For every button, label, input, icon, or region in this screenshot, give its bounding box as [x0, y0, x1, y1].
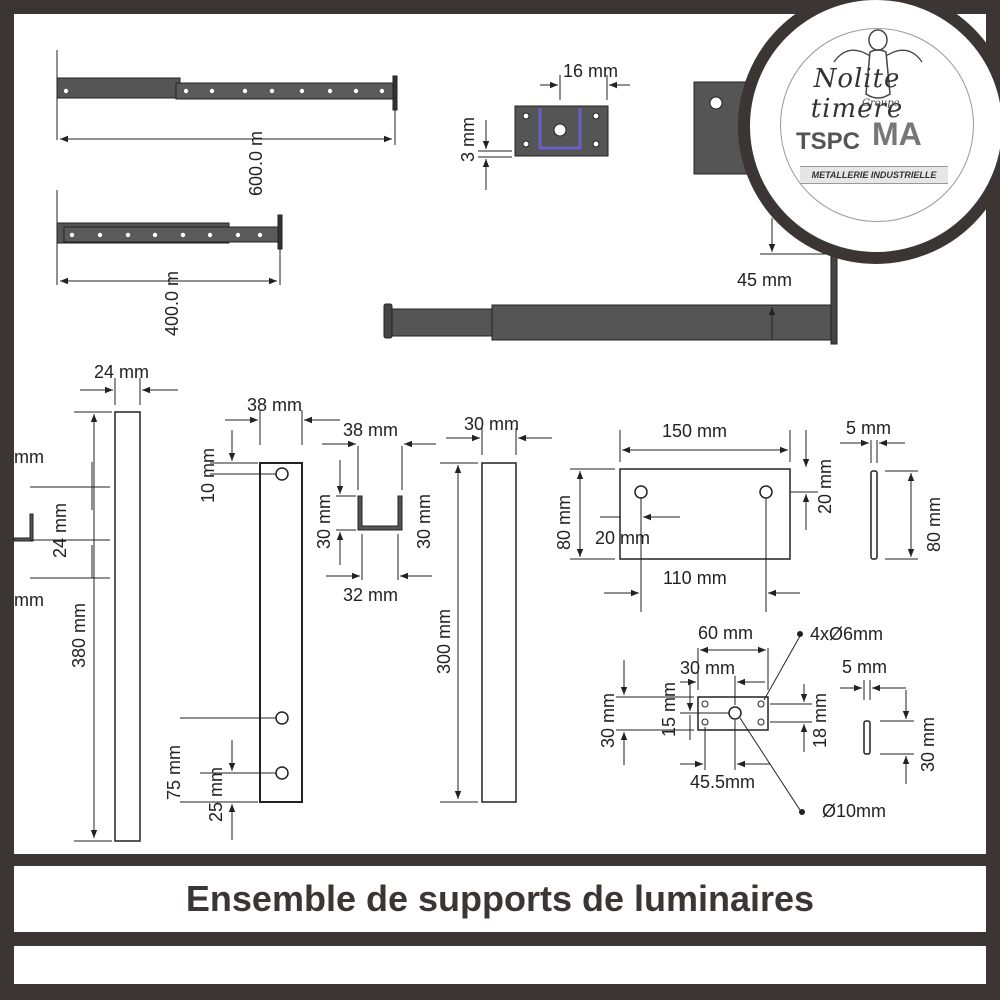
dim-height-380: 380 mm — [69, 603, 89, 668]
dim-length-600: 600.0 m — [246, 131, 266, 196]
logo-tagline: METALLERIE INDUSTRIELLE — [800, 166, 948, 184]
logo-ring — [780, 28, 974, 222]
dim-left-mm-a: mm — [14, 447, 44, 467]
dim-thickness-5b: 5 mm — [842, 657, 887, 677]
angel-icon — [833, 29, 923, 99]
dim-thickness-5a: 5 mm — [846, 418, 891, 438]
dim-hole-75: 75 mm — [164, 745, 184, 800]
dim-height-30c: 30 mm — [598, 693, 618, 748]
footer-bar — [14, 946, 986, 984]
dim-hole-15: 15 mm — [659, 682, 679, 737]
dim-holes-4x6: 4xØ6mm — [810, 624, 883, 644]
flat-bar-380 — [74, 378, 178, 842]
dim-width-16: 16 mm — [563, 61, 618, 81]
dim-spacing-45-5: 45.5mm — [690, 772, 755, 792]
dim-height-300: 300 mm — [434, 609, 454, 674]
dim-width-24: 24 mm — [94, 362, 149, 382]
thin-bar-80 — [840, 439, 918, 560]
thin-bar-30 — [840, 680, 914, 784]
logo-motto: Nolite timere — [810, 64, 904, 124]
dim-hole-20a: 20 mm — [815, 459, 835, 514]
horizontal-pole — [383, 218, 838, 345]
dim-height-80a: 80 mm — [554, 495, 574, 550]
dim-u-width-32: 32 mm — [343, 585, 398, 605]
dim-height-18: 18 mm — [810, 693, 830, 748]
dim-width-38a: 38 mm — [247, 395, 302, 415]
dim-width-60: 60 mm — [698, 623, 753, 643]
dim-height-45: 45 mm — [737, 270, 792, 290]
plate-150x80 — [570, 430, 818, 612]
logo-groupe: Groupe — [862, 98, 900, 109]
dim-height-80b: 80 mm — [924, 497, 944, 552]
dim-hole-25: 25 mm — [206, 767, 226, 822]
logo-ma: MA — [872, 116, 922, 152]
dim-height-30b: 30 mm — [414, 494, 434, 549]
dim-left-mm-b: mm — [14, 590, 44, 610]
dim-spacing-110: 110 mm — [663, 568, 727, 588]
dim-hole-20b: 20 mm — [595, 528, 650, 548]
dim-width-150: 150 mm — [662, 421, 727, 441]
dim-u-height-30: 30 mm — [314, 494, 334, 549]
dim-height-30d: 30 mm — [918, 717, 938, 772]
logo-tspc: TSPC — [796, 128, 861, 155]
u-channel — [322, 440, 436, 580]
plate-60x30 — [616, 631, 812, 815]
dim-width-38b: 38 mm — [343, 420, 398, 440]
flat-bar-300 — [440, 428, 552, 803]
dim-length-400: 400.0 m — [162, 271, 182, 336]
dim-hole-10: 10 mm — [198, 448, 218, 503]
mounting-plate-u — [478, 75, 630, 190]
drilled-bar-38 — [180, 410, 340, 840]
caption-title: Ensemble de supports de luminaires — [185, 878, 815, 919]
caption-banner: Ensemble de supports de luminaires — [14, 866, 986, 932]
dim-width-30b: 30 mm — [680, 658, 735, 678]
dim-width-30: 30 mm — [464, 414, 519, 434]
dim-diameter-10: Ø10mm — [822, 801, 886, 821]
dim-left-24: 24 mm — [50, 503, 70, 558]
dim-thickness-3: 3 mm — [458, 117, 478, 162]
telescopic-arm-400 — [56, 190, 283, 285]
telescopic-arm-600 — [56, 50, 398, 145]
